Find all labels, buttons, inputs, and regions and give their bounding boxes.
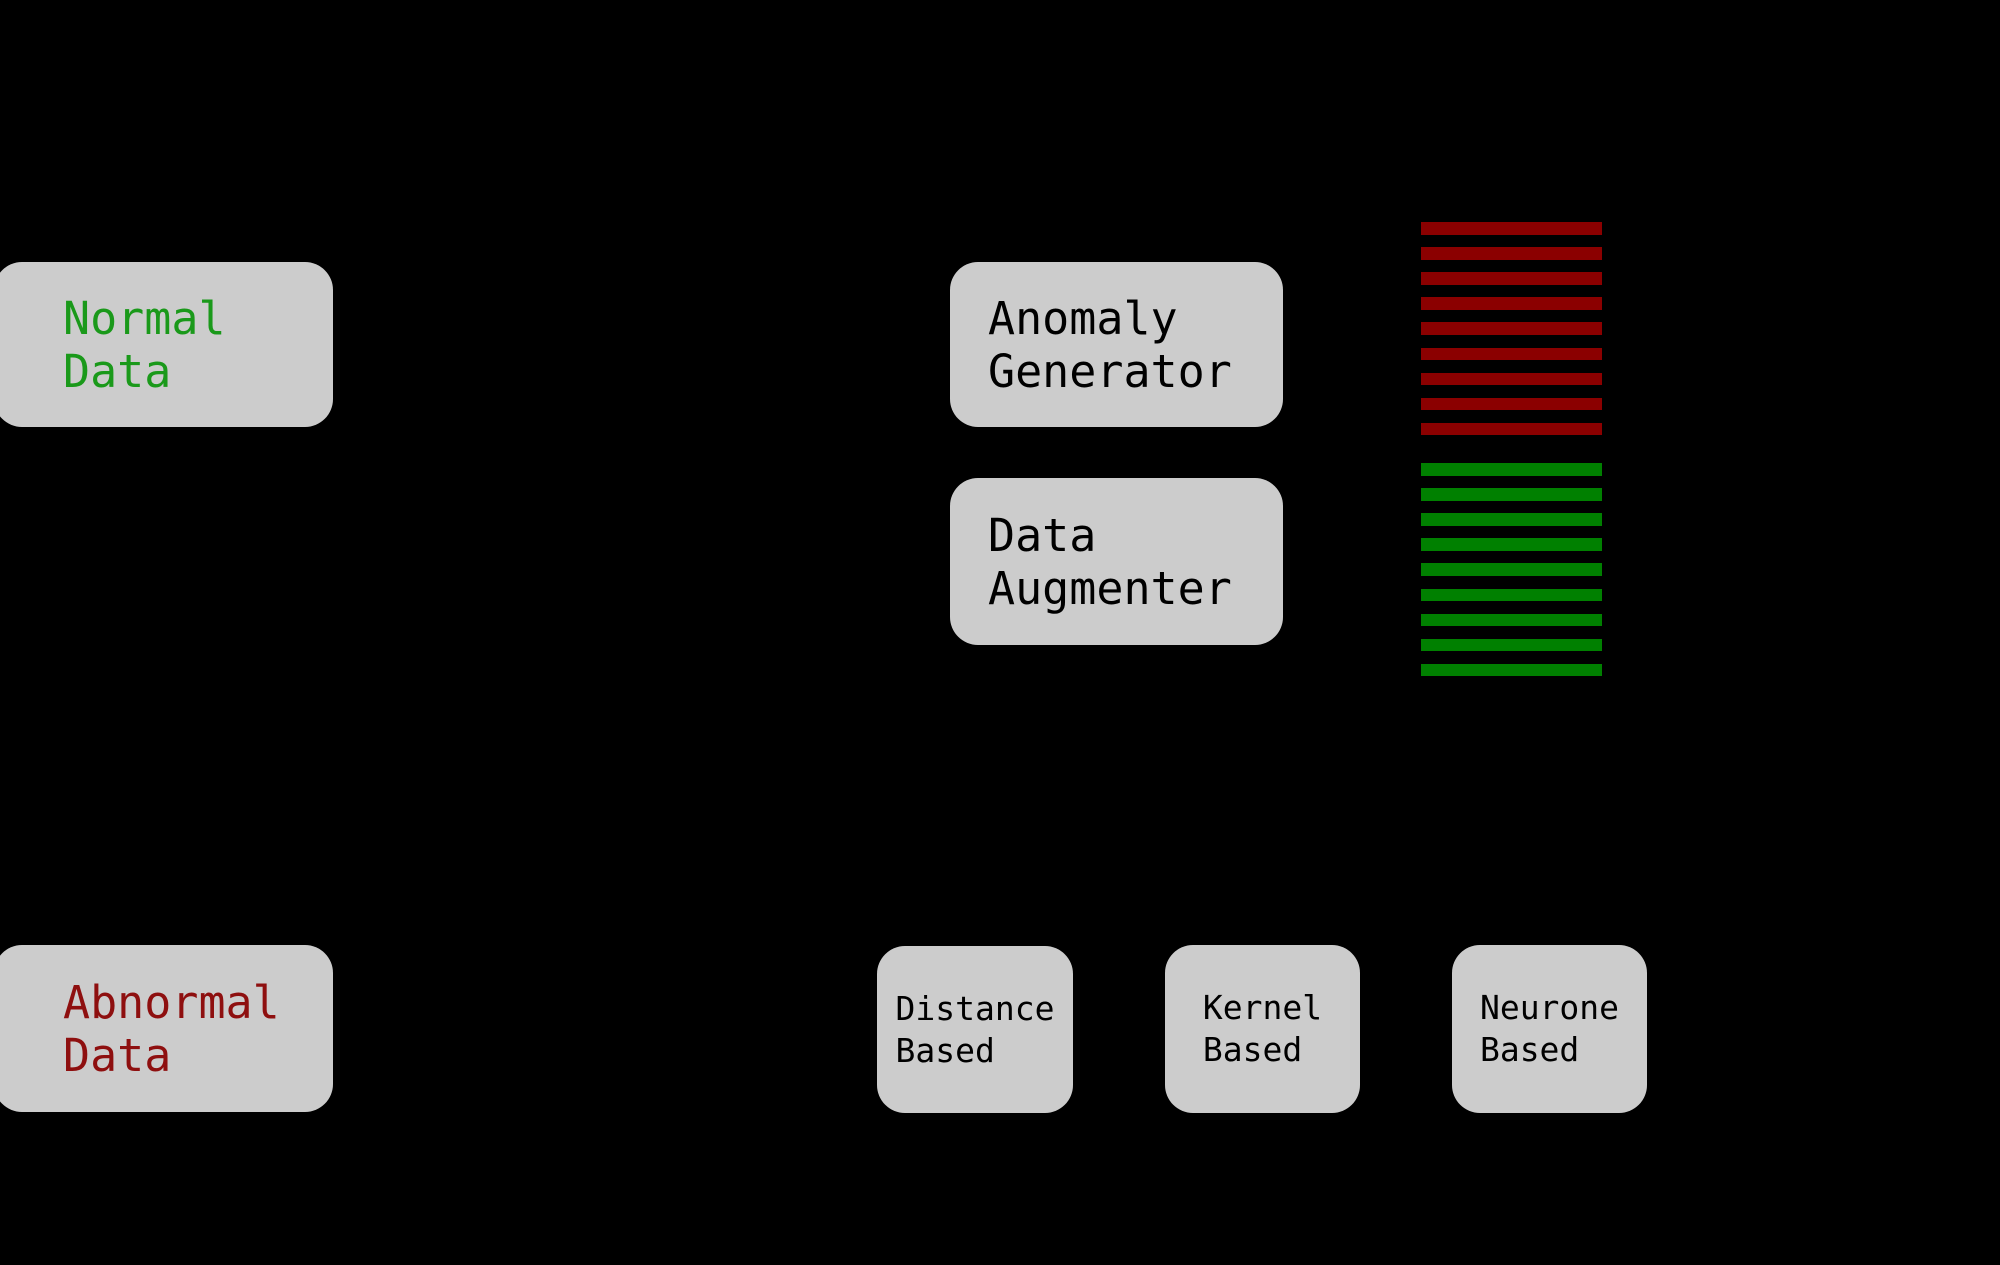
anomaly-generator-label-line2: Generator (988, 344, 1232, 398)
stripe (1421, 663, 1602, 677)
stripe (1421, 222, 1602, 235)
stripe (1421, 247, 1602, 260)
data-augmenter-label-line2: Augmenter (988, 561, 1232, 615)
data-augmenter-box: Data Augmenter (950, 478, 1283, 645)
normal-data-box: Normal Data (0, 262, 333, 427)
stripe (1421, 488, 1602, 501)
stripe (1421, 397, 1602, 411)
normal-data-stripes (1421, 463, 1602, 677)
stripe (1421, 372, 1602, 386)
stripe (1421, 513, 1602, 526)
stripe (1421, 272, 1602, 285)
data-augmenter-label-line1: Data (988, 508, 1097, 562)
stripe (1421, 422, 1602, 436)
stripe (1421, 297, 1602, 310)
stripe (1421, 613, 1602, 627)
abnormal-data-box: Abnormal Data (0, 945, 333, 1112)
abnormal-data-label-line1: Abnormal (63, 975, 280, 1029)
stripe (1421, 463, 1602, 476)
stripe (1421, 588, 1602, 601)
stripe (1421, 538, 1602, 551)
abnormal-data-label-line2: Data (63, 1028, 172, 1082)
stripe (1421, 563, 1602, 576)
normal-data-label-line1: Normal (63, 291, 226, 345)
abnormal-data-stripes (1421, 222, 1602, 436)
stripe (1421, 347, 1602, 360)
stripe (1421, 322, 1602, 335)
normal-data-label-line2: Data (63, 344, 172, 398)
anomaly-generator-box: Anomaly Generator (950, 262, 1283, 427)
anomaly-generator-label-line1: Anomaly (988, 291, 1178, 345)
stripe (1421, 638, 1602, 652)
